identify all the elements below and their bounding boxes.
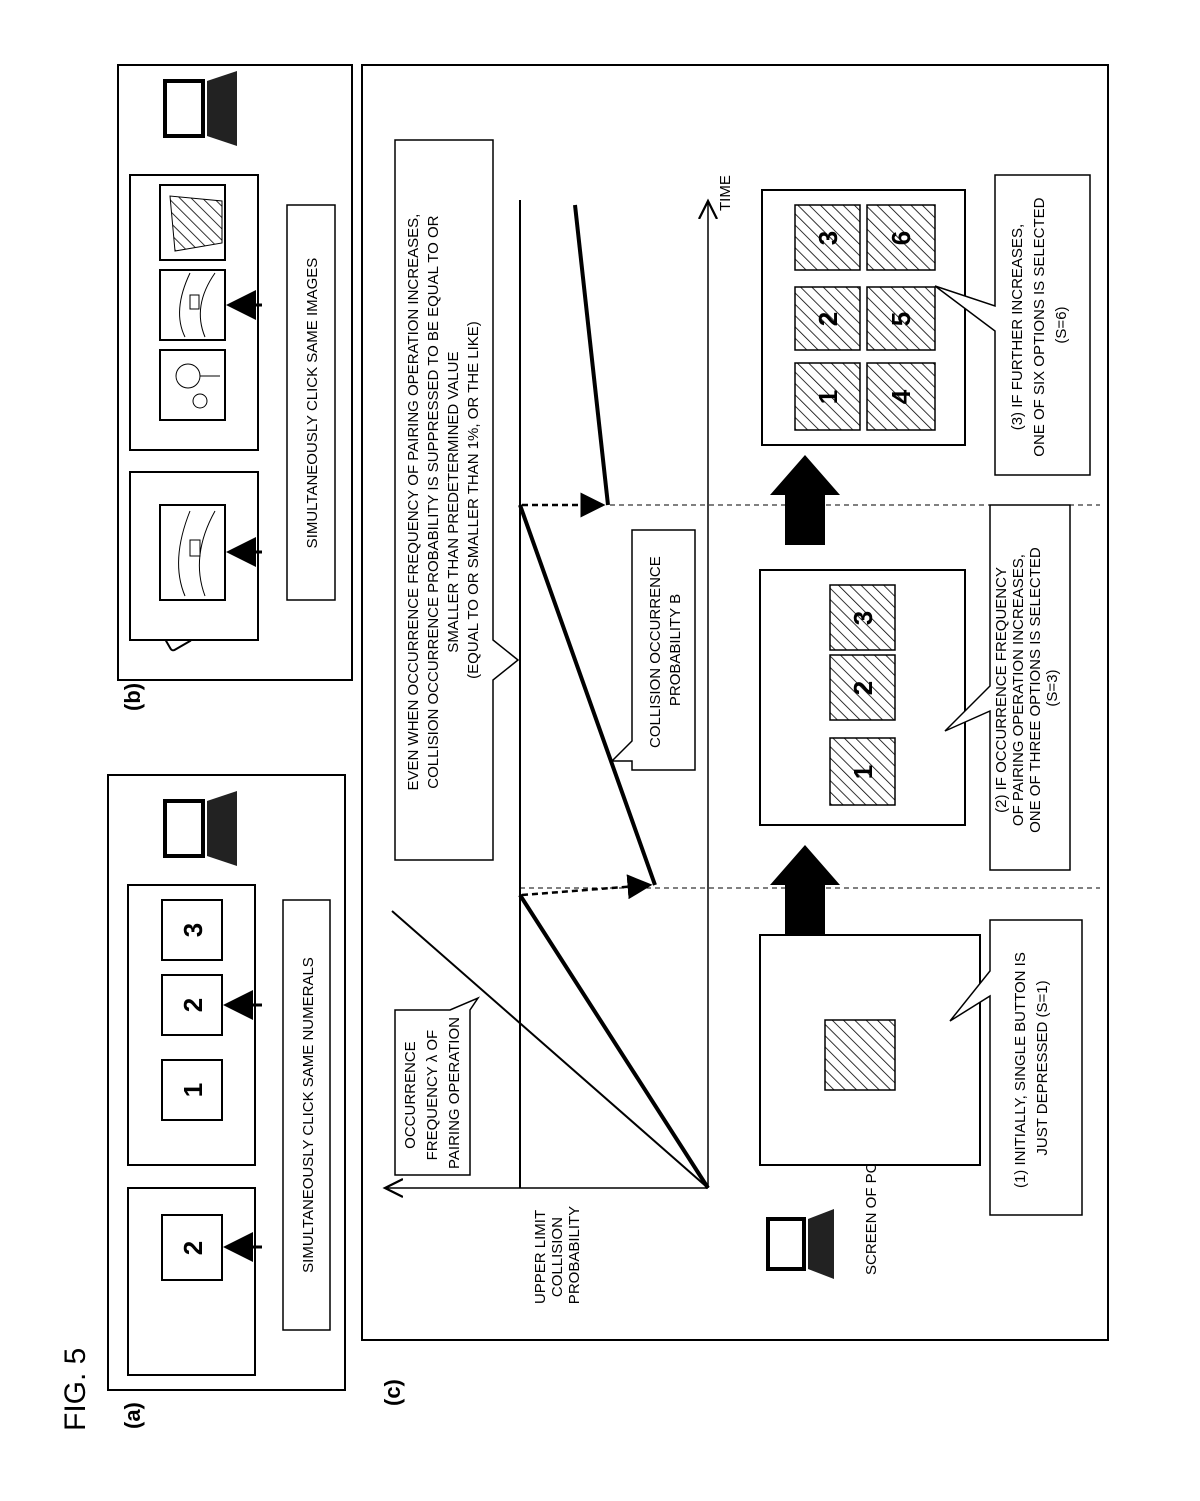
option-button-2[interactable] xyxy=(794,286,861,351)
instruction-text: SIMULTANEOUSLY CLICK SAME NUMERALS xyxy=(300,957,317,1273)
laptop-icon xyxy=(766,1209,834,1279)
option-label: 3 xyxy=(813,231,843,245)
option-button-2[interactable] xyxy=(829,654,896,721)
option-button-1[interactable] xyxy=(794,362,861,431)
panel-c-label: (c) xyxy=(380,1379,405,1406)
collision-label-box xyxy=(610,529,696,771)
option-button-3[interactable] xyxy=(794,204,861,271)
phone-button-label: 2 xyxy=(178,1241,208,1255)
option-button-1[interactable] xyxy=(829,737,896,806)
option-label: 4 xyxy=(886,389,916,404)
time-axis-label: TIME xyxy=(717,175,734,211)
upper-limit-label: UPPER LIMIT COLLISION PROBABILITY xyxy=(532,1206,583,1304)
option-label: 6 xyxy=(886,231,916,245)
stage-3-caption: (3) IF FURTHER INCREASES, ONE OF SIX OPT… xyxy=(1009,193,1070,456)
panel-b: SIMULTANEOUSLY CLICK SAME IMAGES xyxy=(117,64,353,681)
panel-a-label: (a) xyxy=(120,1402,145,1429)
option-button-6[interactable] xyxy=(866,204,936,271)
screen-of-pc-label: SCREEN OF PC xyxy=(863,1162,880,1275)
river-car-image[interactable] xyxy=(159,269,226,341)
single-button[interactable] xyxy=(824,1019,896,1091)
option-label: 3 xyxy=(848,611,878,625)
stage-2-caption: (2) IF OCCURRENCE FREQUENCY OF PAIRING O… xyxy=(993,543,1061,833)
collision-probability-line xyxy=(518,893,710,1190)
instruction-box xyxy=(286,204,336,601)
person-tree-image[interactable] xyxy=(159,349,226,421)
pc-button-label: 1 xyxy=(178,1083,208,1097)
option-label: 1 xyxy=(813,390,843,404)
pc-button-3[interactable] xyxy=(161,899,223,961)
occurrence-label: OCCURRENCE FREQUENCY λ OF PAIRING OPERAT… xyxy=(402,1017,463,1169)
pc-button-2[interactable] xyxy=(161,974,223,1036)
progress-arrow xyxy=(770,845,840,935)
occurrence-frequency-line xyxy=(391,910,709,1189)
stage-2-callout xyxy=(944,504,1071,871)
stage-3-callout xyxy=(934,174,1091,476)
main-callout xyxy=(394,139,520,861)
laptop-icon xyxy=(163,791,237,866)
phone-button-2[interactable] xyxy=(161,1214,223,1281)
option-label: 5 xyxy=(886,312,916,326)
pc-button-label: 2 xyxy=(178,998,208,1012)
stage-1-callout xyxy=(949,919,1083,1216)
panel-c: TIME UPPER LIMIT COLLISION PROBABILITY O… xyxy=(361,64,1109,1341)
occurrence-label-box xyxy=(394,996,481,1176)
collision-probability-line xyxy=(518,504,657,886)
building-image[interactable] xyxy=(159,184,226,261)
option-button-3[interactable] xyxy=(829,584,896,651)
option-grid xyxy=(794,204,936,431)
stage-1-caption: (1) INITIALLY, SINGLE BUTTON IS JUST DEP… xyxy=(1012,948,1051,1188)
instruction-text: SIMULTANEOUSLY CLICK SAME IMAGES xyxy=(304,258,321,549)
pc-button-1[interactable] xyxy=(161,1059,223,1121)
option-label: 2 xyxy=(848,681,878,695)
option-button-4[interactable] xyxy=(866,362,936,431)
panel-b-label: (b) xyxy=(120,683,145,711)
panel-a: 2 1 2 3 SIMULTANEOUSLY CLICK SAME NUMERA… xyxy=(107,774,346,1391)
figure-title: FIG. 5 xyxy=(59,1348,92,1431)
main-callout-text: EVEN WHEN OCCURRENCE FREQUENCY OF PAIRIN… xyxy=(405,210,482,791)
option-button-5[interactable] xyxy=(866,286,936,351)
drop-arrow xyxy=(521,874,653,900)
river-car-image[interactable] xyxy=(159,504,226,601)
collision-probability-line xyxy=(573,204,610,506)
instruction-box xyxy=(282,899,331,1331)
pc-button-label: 3 xyxy=(178,923,208,937)
option-label: 2 xyxy=(813,312,843,326)
option-label: 1 xyxy=(848,765,878,779)
laptop-icon xyxy=(163,71,237,146)
collision-label: COLLISION OCCURRENCE PROBABILITY B xyxy=(647,552,684,748)
progress-arrow xyxy=(770,455,840,545)
